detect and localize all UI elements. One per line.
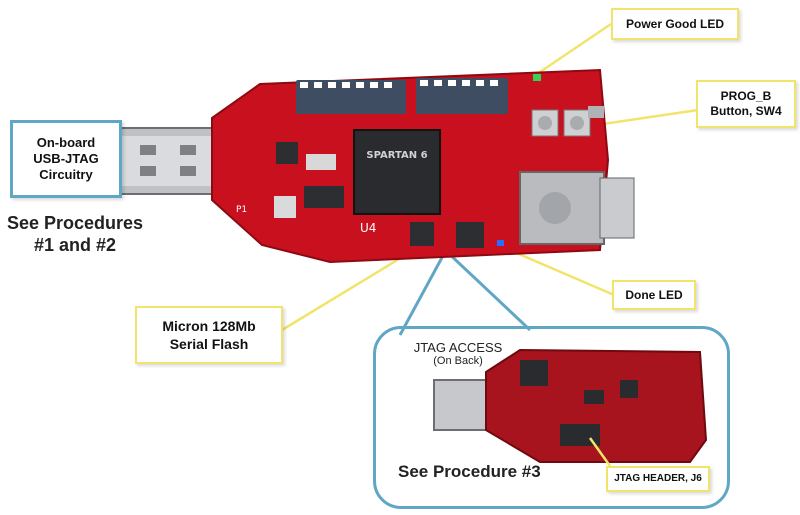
done-led-label: Done LED: [625, 288, 683, 302]
jtag-header-label: JTAG HEADER, J6: [614, 473, 702, 484]
see-procedures-1-2: See Procedures #1 and #2: [0, 212, 150, 256]
jtag-access-on-back: (On Back): [433, 355, 483, 367]
inset-pointer-right: [443, 248, 532, 332]
inset-board: [433, 348, 708, 463]
usb-jtag-line2: USB-JTAG: [33, 151, 99, 166]
power-good-pointer: [539, 22, 612, 74]
usb-jtag-line1: On-board: [36, 135, 96, 150]
done-led: [497, 240, 504, 246]
serial-flash-callout: Micron 128Mb Serial Flash: [135, 306, 283, 364]
jtag-inset-frame: [373, 326, 730, 509]
prog-b-line1: PROG_B: [720, 89, 772, 103]
jtag-access-label: JTAG ACCESS (On Back): [398, 340, 518, 367]
jtag-header-pointer: [588, 437, 612, 467]
inset-pointer-left: [398, 251, 447, 336]
jtag-access-title: JTAG ACCESS: [413, 340, 503, 355]
flash-line1: Micron 128Mb: [162, 318, 256, 334]
fpga-brand-text: SPARTAN 6: [366, 150, 427, 161]
power-good-led-callout: Power Good LED: [611, 8, 739, 40]
silk-p1: P1: [236, 205, 247, 215]
pcb-main: SPARTAN 6 U4 P1: [211, 68, 635, 264]
see-procedure-3: See Procedure #3: [398, 462, 541, 481]
usb-jtag-line3: Circuitry: [39, 167, 93, 182]
done-led-callout: Done LED: [612, 280, 696, 310]
power-good-label: Power Good LED: [625, 17, 724, 31]
fpga-chip: [353, 129, 441, 215]
prog-b-line2: Button, SW4: [710, 104, 782, 118]
flash-line2: Serial Flash: [169, 336, 249, 352]
prog-b-callout: PROG_B Button, SW4: [696, 80, 796, 128]
done-led-pointer: [504, 246, 615, 297]
jtag-header-callout: JTAG HEADER, J6: [606, 466, 710, 492]
serial-flash-chip: [410, 222, 434, 246]
power-good-led: [533, 74, 541, 81]
see-procedures-line1: See Procedures: [6, 213, 144, 233]
see-procedures-line2: #1 and #2: [33, 235, 117, 255]
usb-plug-main: [115, 127, 227, 195]
silk-u4: U4: [360, 221, 376, 235]
jtag-header-j6: [560, 424, 600, 446]
usb-jtag-callout: On-board USB-JTAG Circuitry: [10, 120, 122, 198]
